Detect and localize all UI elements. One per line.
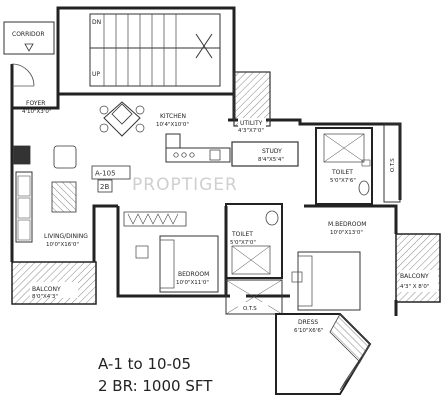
foyer-size: 4'10"X3'0": [22, 109, 51, 115]
kitchen-counter: [165, 133, 231, 163]
corridor-frame: [3, 21, 55, 55]
stair-down-label: DN: [92, 19, 101, 26]
toilet-1: [315, 127, 373, 205]
unit-code-box: [91, 165, 131, 180]
dress-size: 6'10"X6'6": [294, 328, 323, 334]
mbedroom-size: 10'0"X13'0": [330, 230, 363, 236]
unit-code: A-105: [95, 170, 116, 178]
toilet1-label: TOILET: [331, 169, 353, 176]
utility-label: UTILITY: [240, 120, 263, 127]
toilet2-label: TOILET: [231, 231, 253, 238]
unit-type-box: [97, 179, 113, 193]
ots-shaft-lower: [225, 279, 283, 315]
living-size: 10'0"X16'0": [46, 242, 79, 248]
foyer-label: FOYER: [26, 100, 45, 107]
entry-arrow-icon: [24, 43, 34, 52]
ots-shaft-right: [383, 123, 401, 203]
living-label: LIVING/DINING: [44, 233, 88, 240]
balcony1-label: BALCONY: [32, 286, 61, 293]
entry-door-swing: [11, 63, 35, 87]
balcony2-size: 4'3" X 8'0": [400, 284, 429, 290]
utility-size: 4'3"X7'0": [238, 128, 264, 134]
kitchen-label: KITCHEN: [160, 113, 186, 120]
bedroom-furniture: [123, 211, 219, 293]
unit-type: 2B: [100, 183, 109, 191]
toilet1-size: 5'0"X7'6": [330, 178, 356, 184]
corridor-label: CORRIDOR: [12, 31, 45, 38]
study-room: [231, 141, 299, 167]
mbedroom-label: M.BEDROOM: [328, 221, 366, 228]
kitchen-size: 10'4"X10'0": [156, 122, 189, 128]
study-label: STUDY: [262, 148, 282, 155]
stair-up-label: UP: [92, 71, 100, 78]
watermark: PROPTIGER: [132, 175, 238, 195]
caption-unit-range: A-1 to 10-05: [98, 355, 192, 373]
ots-lower-label: O.T.S: [243, 306, 257, 312]
balcony1-size: 8'0"X4'3": [32, 294, 58, 300]
utility-area: [233, 71, 271, 127]
bedroom-size: 10'0"X11'0": [176, 280, 209, 286]
study-size: 8'4"X5'4": [258, 157, 284, 163]
dining-set: [99, 101, 145, 137]
balcony2-label: BALCONY: [400, 273, 429, 280]
master-bedroom-furniture: [291, 251, 361, 311]
bedroom-label: BEDROOM: [178, 271, 209, 278]
staircase: [56, 6, 236, 96]
caption-unit-area: 2 BR: 1000 SFT: [98, 377, 213, 395]
dress-label: DRESS: [298, 319, 318, 326]
sofa-set: [13, 145, 77, 243]
dress-room: [275, 313, 372, 395]
toilet2-size: 5'0"X7'0": [230, 240, 256, 246]
ots-right-label: O.T.S: [390, 158, 396, 172]
toilet-2: [225, 203, 283, 279]
